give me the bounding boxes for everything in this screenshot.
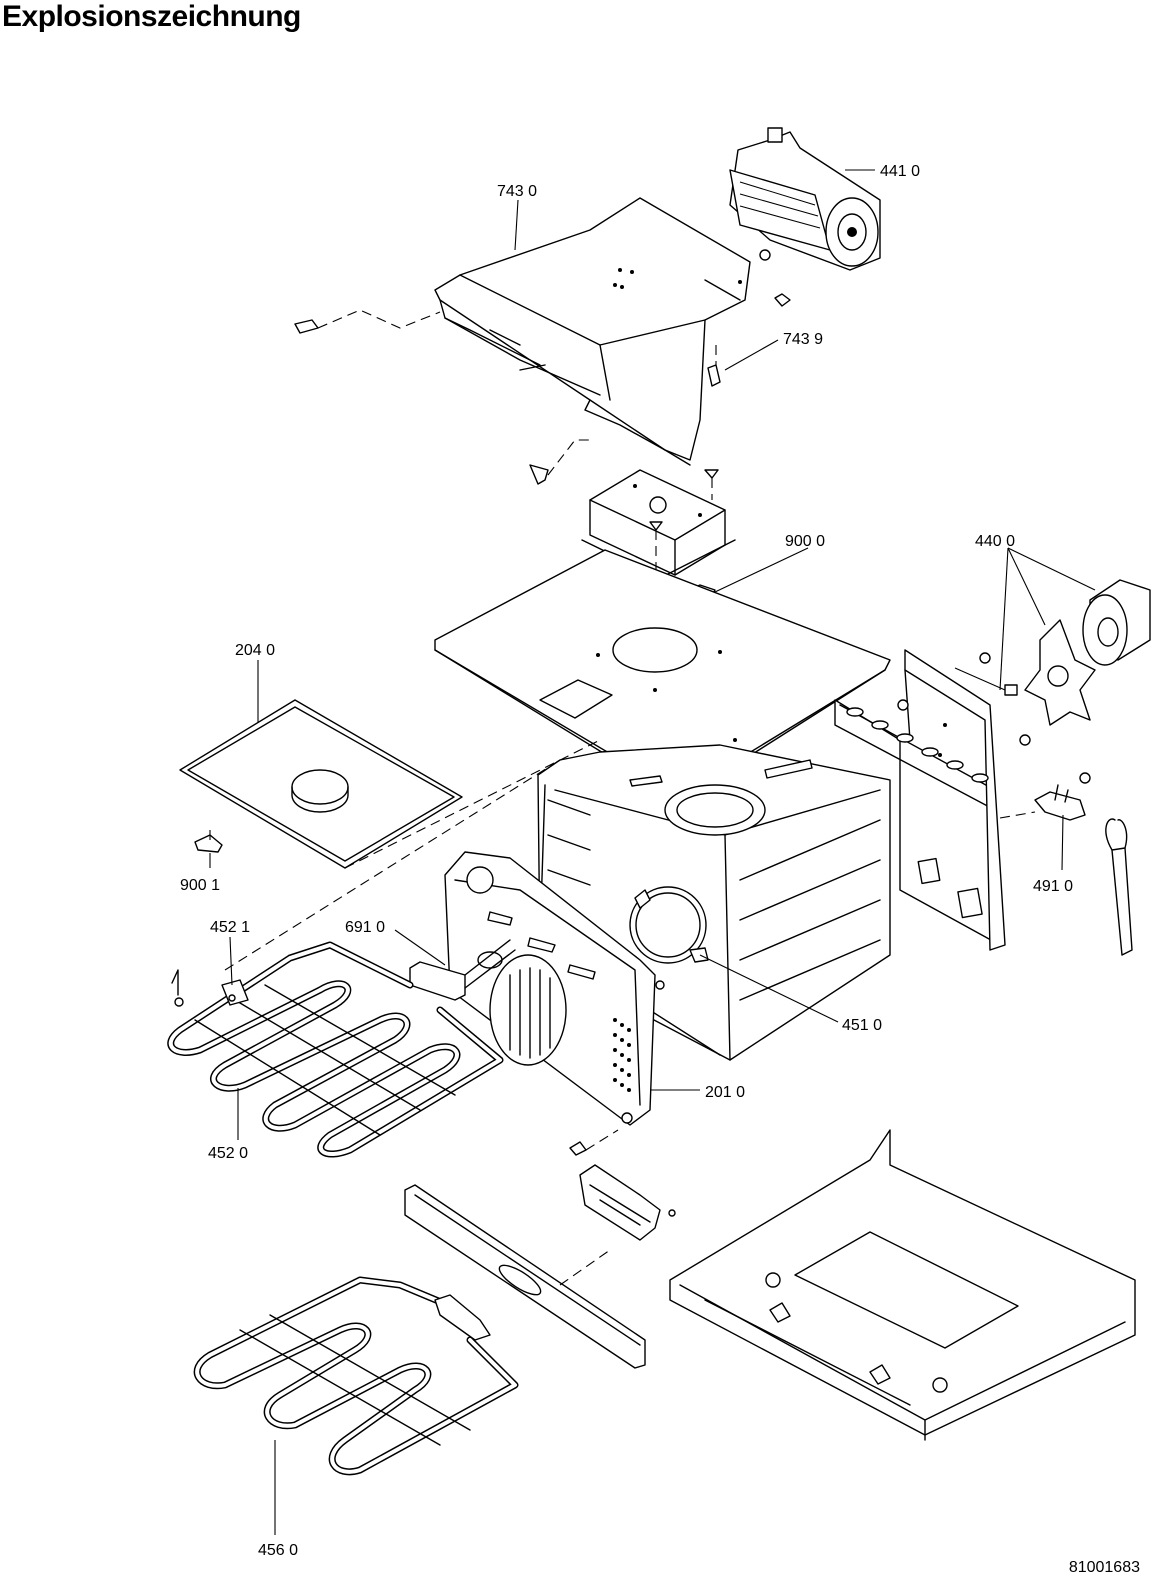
part-label-900-1: 900 1 xyxy=(180,877,220,894)
part-label-900-0: 900 0 xyxy=(785,533,825,550)
ring-heater-part xyxy=(629,886,709,990)
part-label-456-0: 456 0 xyxy=(258,1542,298,1559)
sensor-491-part xyxy=(1034,772,1091,821)
top-plate-part xyxy=(434,549,891,801)
hinge-bracket-part xyxy=(569,1141,676,1241)
front-frame-part xyxy=(444,851,656,1126)
part-label-441-0: 441 0 xyxy=(880,163,920,180)
front-frame-vent-holes xyxy=(613,1018,631,1092)
part-label-491-0: 491 0 xyxy=(1033,878,1073,895)
shelf-insert-part xyxy=(179,699,463,869)
part-label-440-0: 440 0 xyxy=(975,533,1015,550)
front-rail-part xyxy=(404,1184,646,1369)
fan-motor-part xyxy=(729,127,881,271)
part-label-743-9: 743 9 xyxy=(783,331,823,348)
page-title: Explosionszeichnung xyxy=(2,0,301,33)
power-cable xyxy=(1105,818,1133,956)
part-label-452-1: 452 1 xyxy=(210,919,250,936)
air-duct-cover-part xyxy=(434,197,751,466)
part-label-691-0: 691 0 xyxy=(345,919,385,936)
leader-lines xyxy=(209,169,1096,1535)
document-number: 81001683 xyxy=(1068,1559,1140,1576)
part-label-452-0: 452 0 xyxy=(208,1145,248,1162)
rear-panel-part xyxy=(834,649,1006,951)
rear-panel-slots xyxy=(846,707,989,783)
part-label-743-0: 743 0 xyxy=(497,183,537,200)
part-labels: 441 0 743 0 743 9 900 0 440 0 204 0 900 … xyxy=(180,163,1073,1559)
bottom-heater-part xyxy=(193,1276,519,1476)
convection-fan-part xyxy=(897,579,1151,746)
upper-heater-part xyxy=(167,941,504,1158)
part-label-201-0: 201 0 xyxy=(705,1084,745,1101)
bottom-tray-part xyxy=(669,1129,1136,1441)
part-label-451-0: 451 0 xyxy=(842,1017,882,1034)
part-label-204-0: 204 0 xyxy=(235,642,275,659)
